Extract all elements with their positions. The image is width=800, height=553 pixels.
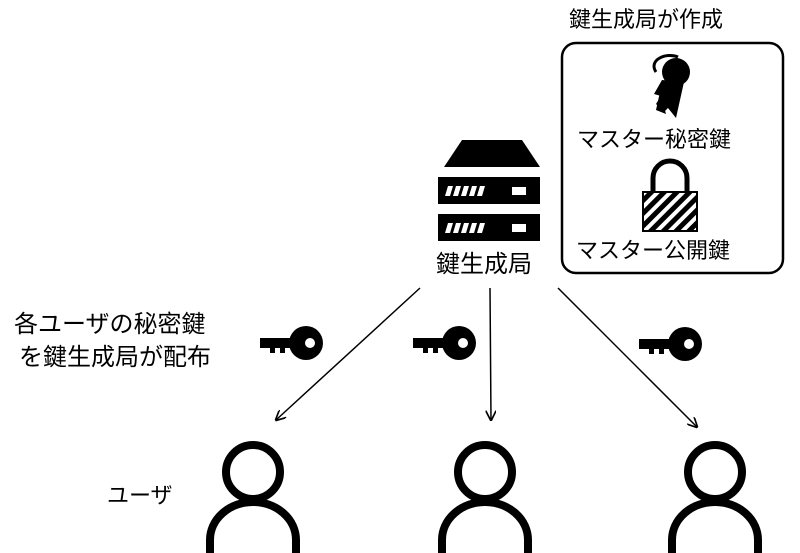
- distribution-note-line2: を鍵生成局が配布: [19, 343, 211, 371]
- distributed-key-icon-2: [413, 326, 476, 360]
- user-icon-2: [438, 441, 532, 553]
- distribution-note-line1: 各ユーザの秘密鍵: [14, 310, 206, 338]
- master-secret-key-icon: [652, 54, 690, 118]
- authority-label: 鍵生成局: [436, 250, 532, 278]
- distribution-arrow-left: [276, 287, 421, 420]
- master-public-key-icon: [642, 158, 698, 232]
- master-key-box: [560, 41, 785, 275]
- user-icon-3: [668, 441, 762, 553]
- master-secret-key-label: マスター秘密鍵: [577, 128, 732, 153]
- distributed-key-icon-1: [260, 326, 323, 360]
- user-icon-1: [206, 441, 300, 553]
- distributed-key-icon-3: [639, 327, 702, 361]
- master-public-key-label: マスター公開鍵: [576, 239, 731, 264]
- distribution-arrow-center: [490, 287, 491, 420]
- users-label: ユーザ: [107, 484, 173, 509]
- created-by-label: 鍵生成局が作成: [569, 8, 724, 33]
- server-icon: [438, 140, 540, 241]
- distribution-arrow-right: [557, 287, 697, 427]
